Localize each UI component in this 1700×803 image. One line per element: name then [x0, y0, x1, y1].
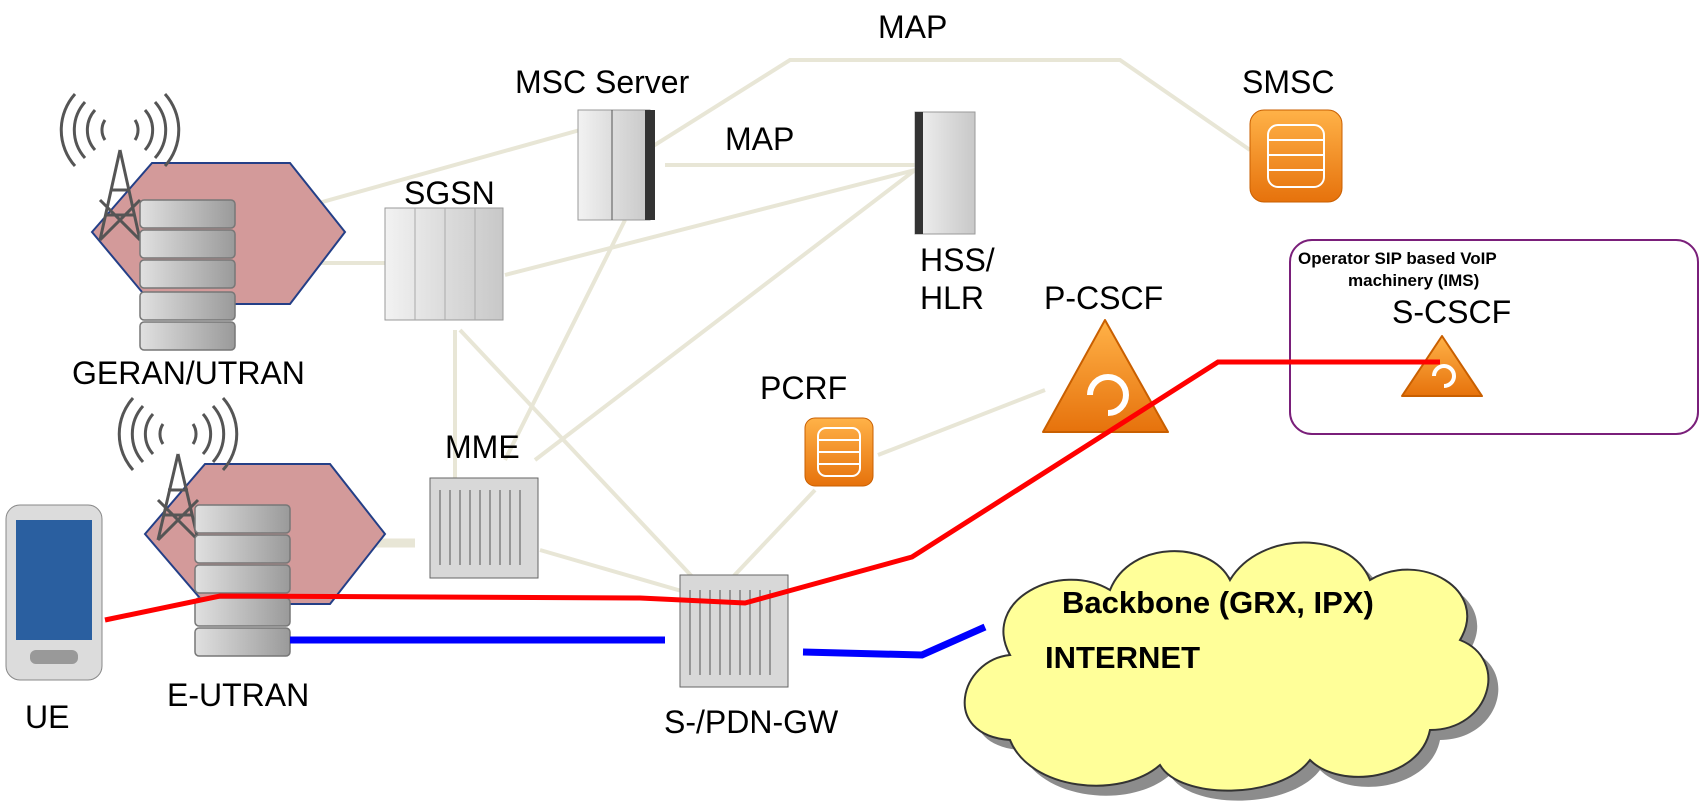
- antenna-icon: [59, 93, 181, 242]
- hss-label-line1: HSS/: [920, 242, 995, 278]
- antenna-icon: [117, 397, 239, 542]
- sgsn-label: SGSN: [404, 175, 495, 211]
- backbone-cloud-icon: [963, 541, 1499, 801]
- hss-server-cabinet: [914, 111, 976, 235]
- gw-label: S-/PDN-GW: [664, 704, 839, 740]
- smsc-database-icon: [1249, 109, 1343, 203]
- link-sgsn-gw: [458, 328, 702, 587]
- link-pcrf-gw: [728, 488, 817, 582]
- eutran-base-station-rack: [194, 504, 291, 657]
- user-plane-blue-line-internet: [802, 623, 987, 659]
- msc-server-cabinet: [577, 109, 655, 221]
- mme-label: MME: [445, 429, 520, 465]
- ims-box: [1289, 239, 1699, 435]
- link-mme-gw: [539, 548, 686, 594]
- gw-blade-chassis: [679, 574, 789, 688]
- link-sgsn-hss: [504, 168, 916, 277]
- map-middle-label: MAP: [725, 121, 794, 157]
- internet-label: INTERNET: [1045, 640, 1200, 675]
- ue-label: UE: [25, 699, 69, 735]
- pcrf-database-icon: [804, 417, 874, 487]
- ue-mobile-phone-icon: [5, 504, 103, 681]
- ims-label-line1: Operator SIP based VoIP: [1298, 249, 1497, 268]
- mme-blade-chassis: [429, 477, 539, 579]
- ims-label-line2: machinery (IMS): [1348, 271, 1479, 290]
- geran-utran-label: GERAN/UTRAN: [72, 355, 305, 391]
- map-link-msc-smsc: [648, 58, 1252, 152]
- sgsn-server-cabinet: [384, 207, 504, 321]
- scscf-label: S-CSCF: [1392, 294, 1511, 330]
- link-mme-msc: [503, 219, 627, 461]
- backbone-label: Backbone (GRX, IPX): [1062, 585, 1374, 620]
- pcscf-triangle-icon: [1042, 319, 1169, 433]
- geran-base-station-rack: [139, 199, 236, 351]
- pcscf-label: P-CSCF: [1044, 280, 1163, 316]
- scscf-triangle-icon: [1401, 335, 1483, 397]
- msc-server-label: MSC Server: [515, 64, 690, 100]
- smsc-label: SMSC: [1242, 64, 1334, 100]
- pcrf-label: PCRF: [760, 370, 847, 406]
- eutran-label: E-UTRAN: [167, 677, 309, 713]
- hss-label-line2: HLR: [920, 280, 984, 316]
- link-pcrf-pcscf: [877, 388, 1046, 457]
- map-top-label: MAP: [878, 9, 947, 45]
- link-mme-hss: [533, 168, 917, 462]
- user-plane-red-line: [104, 359, 1440, 623]
